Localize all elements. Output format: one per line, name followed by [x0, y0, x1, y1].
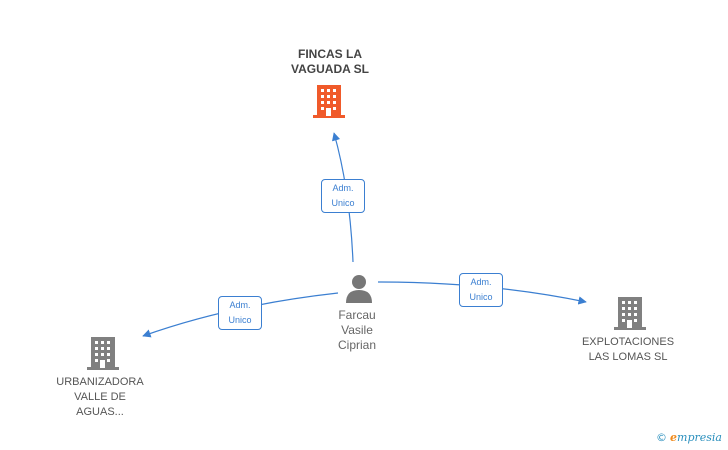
relation-label-right[interactable]: Adm. Unico [459, 273, 503, 307]
building-icon[interactable] [614, 295, 646, 331]
copyright-symbol: © [656, 431, 668, 444]
person-label-line1: Farcau [338, 308, 376, 322]
left-company-label-line1: URBANIZADORA [56, 376, 144, 388]
building-icon[interactable] [87, 335, 119, 371]
relation-label-top[interactable]: Adm. Unico [321, 179, 365, 213]
center-company-label-line2: VAGUADA SL [291, 62, 369, 76]
relation-label-right-line1: Adm. [470, 277, 492, 287]
relation-label-top-line2: Unico [331, 198, 355, 208]
relation-label-right-line2: Unico [469, 292, 493, 302]
relation-label-top-line1: Adm. [332, 183, 354, 193]
relation-label-left[interactable]: Adm. Unico [218, 296, 262, 330]
person-label-line3: Ciprian [337, 338, 376, 352]
relation-label-left-line1: Adm. [229, 300, 251, 310]
right-company-label-line2: LAS LOMAS SL [588, 351, 668, 363]
right-company-label-line1: EXPLOTACIONES [581, 336, 675, 348]
person-label-line2: Vasile [341, 323, 373, 337]
left-company-label[interactable]: URBANIZADORA VALLE DE AGUAS... [45, 375, 155, 420]
left-company-label-line3: AGUAS... [76, 406, 124, 418]
relation-label-left-line2: Unico [228, 315, 252, 325]
empresia-logo: ©empresia [656, 431, 722, 444]
left-company-label-line2: VALLE DE [74, 391, 126, 403]
building-icon[interactable] [313, 83, 345, 119]
right-company-label[interactable]: EXPLOTACIONES LAS LOMAS SL [570, 335, 686, 365]
brand-initial: e [670, 431, 678, 444]
center-company-label-line1: FINCAS LA [298, 47, 362, 61]
brand-name: mpresia [677, 431, 722, 444]
person-label[interactable]: Farcau Vasile Ciprian [317, 308, 397, 353]
center-company-label[interactable]: FINCAS LA VAGUADA SL [270, 47, 390, 77]
person-icon[interactable] [344, 273, 374, 303]
